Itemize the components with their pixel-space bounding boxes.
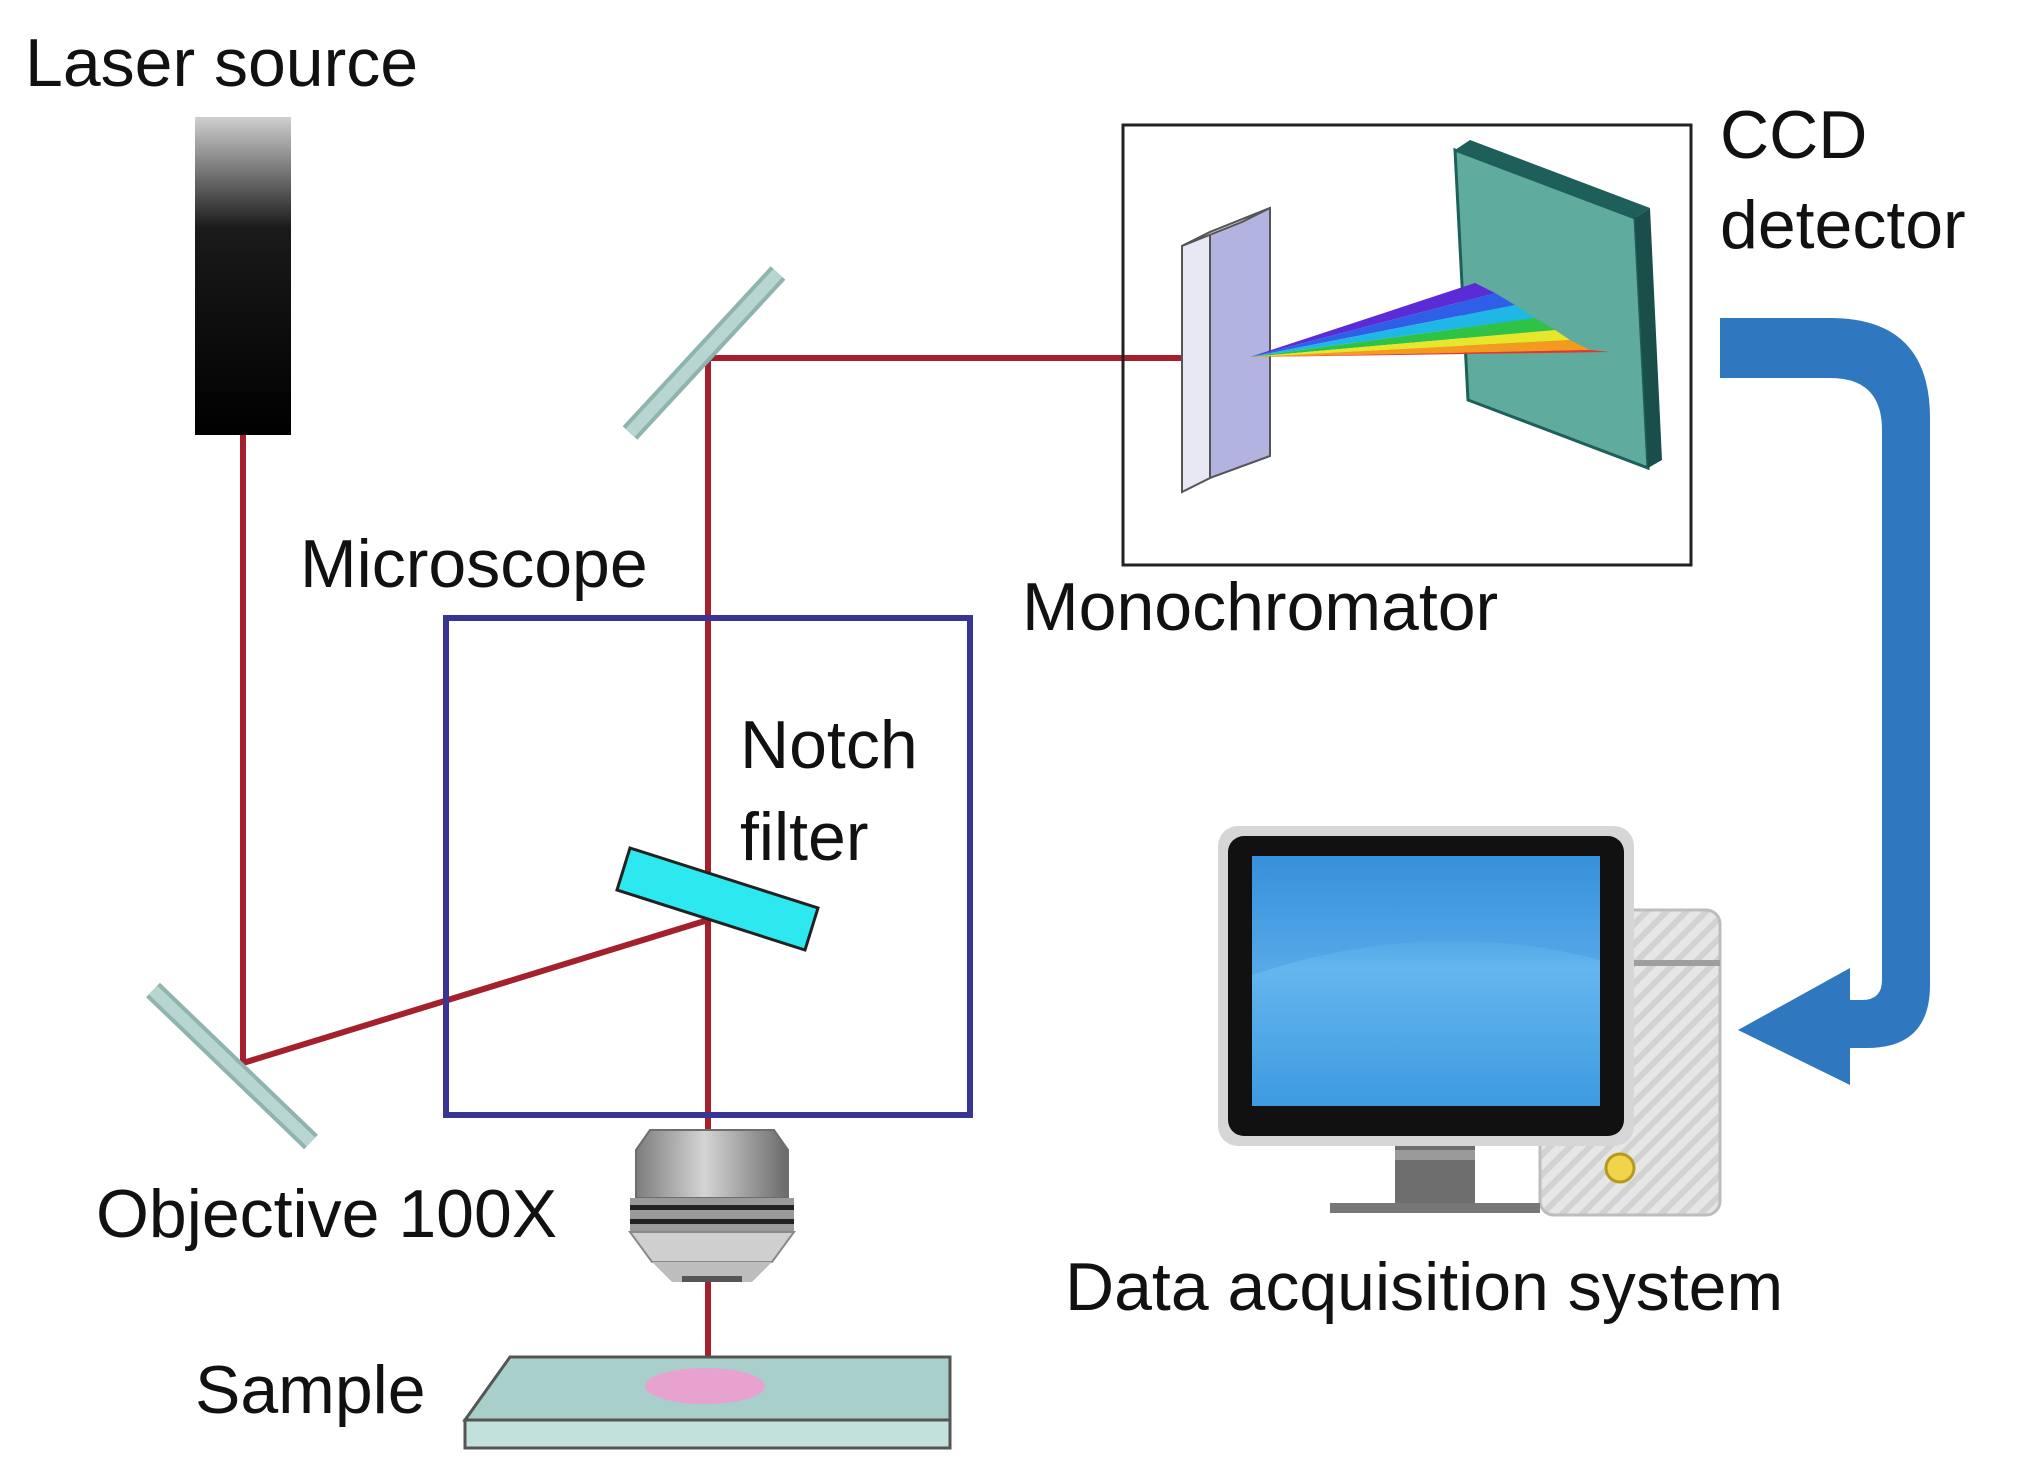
notch-filter <box>615 846 820 952</box>
data-flow-arrow <box>1720 318 1930 1085</box>
notch-filter-label-line2: filter <box>740 799 868 875</box>
microscope-box <box>443 615 973 1118</box>
power-button <box>1604 1152 1636 1184</box>
ccd-detector-label-line2: detector <box>1720 187 1966 263</box>
sample-label: Sample <box>195 1352 426 1428</box>
monochromator-box <box>1121 123 1693 567</box>
objective-lens <box>628 1129 796 1282</box>
laser-source-label: Laser source <box>25 25 418 101</box>
ccd-detector-label-line1: CCD <box>1720 97 1867 173</box>
grating <box>1181 206 1271 494</box>
objective-label: Objective 100X <box>96 1176 557 1252</box>
computer-icon <box>1218 826 1722 1217</box>
dispersed-spectrum <box>1250 283 1610 357</box>
notch-filter-label-line1: Notch <box>740 707 918 783</box>
data-acquisition-label: Data acquisition system <box>1065 1249 1783 1325</box>
bottom-left-mirror-face <box>148 985 316 1147</box>
laser-source <box>195 117 291 435</box>
monochromator-label: Monochromator <box>1022 569 1498 645</box>
beam-mirror-to-notch <box>242 917 709 1066</box>
microscope-label: Microscope <box>300 526 648 602</box>
sample-spot <box>645 1368 765 1404</box>
top-mirror-face <box>625 268 783 438</box>
